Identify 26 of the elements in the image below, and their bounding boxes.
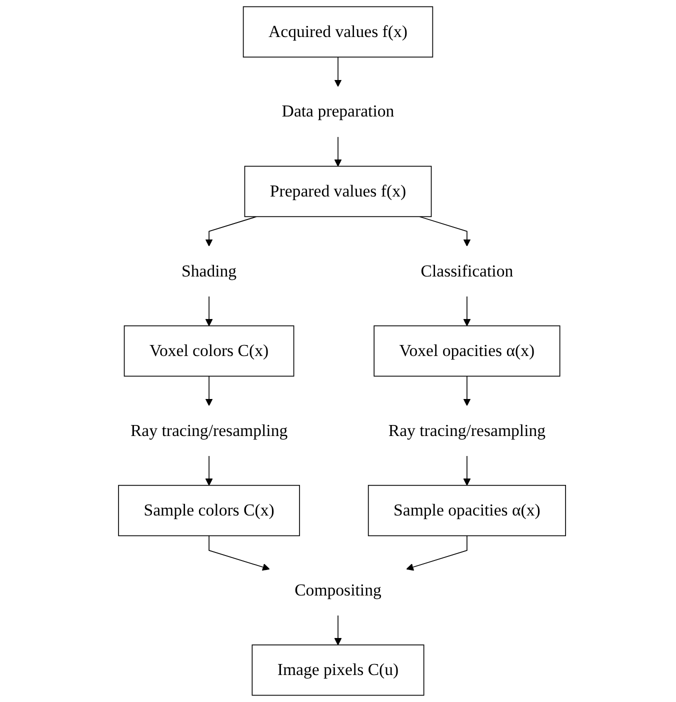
arrow: [205, 456, 213, 486]
arrow: [419, 216, 471, 246]
arrow: [205, 216, 257, 246]
arrow: [205, 376, 213, 406]
node-box: Acquired values f(x): [242, 6, 434, 58]
node-text: Data preparation: [282, 102, 394, 121]
arrow: [334, 136, 342, 167]
node-box: Voxel colors C(x): [124, 325, 294, 377]
node-box: Image pixels C(u): [252, 644, 424, 696]
arrow: [334, 56, 342, 87]
node-text: Shading: [182, 262, 237, 280]
node-text: Compositing: [294, 581, 382, 600]
arrow: [205, 296, 213, 326]
node-text: Ray tracing/resampling: [388, 422, 546, 440]
node-text: Classification: [420, 262, 514, 280]
node-box: Voxel opacities α(x): [374, 325, 560, 377]
arrow: [208, 535, 270, 571]
node-box: Prepared values f(x): [244, 166, 432, 218]
arrow: [334, 615, 342, 646]
node-box: Sample opacities α(x): [368, 484, 566, 536]
arrow: [463, 376, 471, 406]
arrow: [463, 296, 471, 326]
arrow: [406, 535, 468, 571]
arrow: [463, 456, 471, 486]
node-box: Sample colors C(x): [118, 484, 300, 536]
node-text: Ray tracing/resampling: [130, 422, 288, 440]
